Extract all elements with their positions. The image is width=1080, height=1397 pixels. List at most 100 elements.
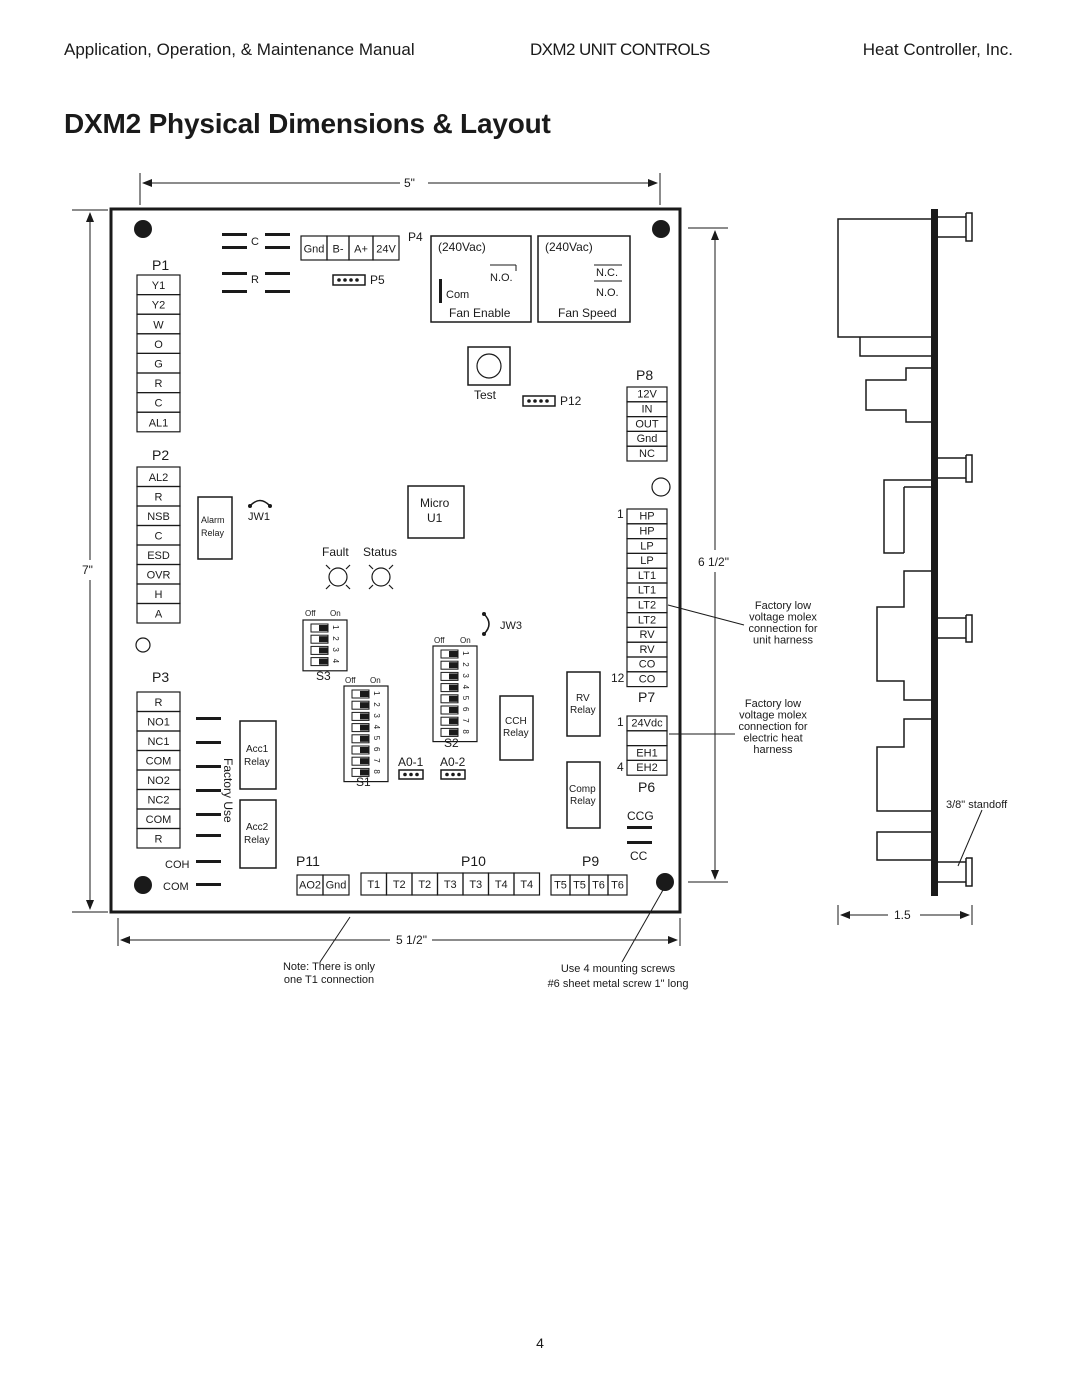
p8-terminal <box>626 445 668 462</box>
s2-switch-toggle[interactable] <box>449 695 458 702</box>
acc1-relay <box>239 720 277 790</box>
s2-switch-toggle[interactable] <box>449 718 458 725</box>
p2-terminal-label: A <box>155 609 163 621</box>
test-label: Test <box>474 388 497 402</box>
s3-switch-toggle[interactable] <box>319 658 328 665</box>
p1-terminal-label: O <box>154 339 163 351</box>
s1-switch-toggle[interactable] <box>360 702 369 709</box>
p7-terminal-label: HP <box>639 511 654 523</box>
s3-switch-number: 2 <box>331 636 340 641</box>
acc2-label-2: Relay <box>244 835 270 846</box>
p11-terminal <box>322 874 350 896</box>
p10-terminal-label: T4 <box>520 879 533 891</box>
page-title: DXM2 Physical Dimensions & Layout <box>64 108 551 139</box>
p9-terminal <box>607 874 628 896</box>
p1-terminal-label: W <box>153 319 164 331</box>
low_voltage_heat-line: connection for <box>738 721 807 733</box>
cc-label: CC <box>630 849 648 863</box>
callout-mounting-screws: Use 4 mounting screws#6 sheet metal scre… <box>548 963 689 990</box>
p3-terminal-label: COM <box>146 756 172 768</box>
p9-terminal-label: T5 <box>554 880 567 892</box>
p1-terminal-label: G <box>154 359 163 371</box>
s1-switch-toggle[interactable] <box>360 769 369 776</box>
p1-label: P1 <box>152 257 169 273</box>
board-outline <box>109 207 682 914</box>
a01-label: A0-1 <box>398 755 424 769</box>
p2-terminal-label: C <box>155 531 163 543</box>
s2-switch-toggle[interactable] <box>449 651 458 657</box>
fault-label: Fault <box>322 545 349 559</box>
s1-off: Off <box>345 676 356 685</box>
alarm-relay-label-2: Relay <box>201 528 225 538</box>
p10-terminal-label: T3 <box>444 879 457 891</box>
s2-off: Off <box>434 636 445 645</box>
p7-terminal-label: CO <box>639 673 656 685</box>
dim-bottom-width: 5 1/2" <box>396 933 427 947</box>
p3-contact-bars <box>196 717 221 886</box>
s2-switch-toggle[interactable] <box>449 707 458 713</box>
s1-switch-number: 7 <box>372 758 381 763</box>
s2-switch-number: 5 <box>461 696 470 701</box>
p10-label: P10 <box>461 853 486 869</box>
comp-label-1: Comp <box>569 784 596 795</box>
p7-terminal-label: LT1 <box>638 570 656 582</box>
screws-line: Use 4 mounting screws <box>561 963 676 975</box>
s1-switch-number: 6 <box>372 747 381 752</box>
p12-connector <box>522 395 556 407</box>
s1-switch-toggle[interactable] <box>360 691 369 697</box>
p5-connector <box>332 274 366 286</box>
low_voltage_unit-line: connection for <box>748 623 817 635</box>
p1-terminal-label: Y2 <box>152 300 165 312</box>
s2-switch-toggle[interactable] <box>449 684 458 691</box>
p10-terminal <box>513 872 541 896</box>
s3-switch-toggle[interactable] <box>319 647 328 654</box>
p11-label: P11 <box>296 853 320 869</box>
p6-terminal-label: EH1 <box>636 747 657 759</box>
s1-switch-toggle[interactable] <box>360 758 369 765</box>
microcontroller-u1 <box>407 485 465 539</box>
p9-terminal-label: T6 <box>592 880 605 892</box>
s2-switch-toggle[interactable] <box>449 673 458 680</box>
s2-switch-number: 7 <box>461 718 470 723</box>
p2-label: P2 <box>152 447 169 463</box>
p1-terminal-label: Y1 <box>152 280 165 292</box>
s1-switch-toggle[interactable] <box>360 724 369 731</box>
a01-connector <box>398 769 424 780</box>
comp-label-2: Relay <box>570 796 596 807</box>
a02-connector <box>440 769 466 780</box>
s3-switch-toggle[interactable] <box>319 636 328 643</box>
acc2-label-1: Acc2 <box>246 822 269 833</box>
p12-label: P12 <box>560 394 582 408</box>
rv-label-2: Relay <box>570 705 596 716</box>
p2-terminal-label: AL2 <box>149 472 169 484</box>
s3-on: On <box>330 609 341 618</box>
p4-terminal-label: B- <box>333 243 344 255</box>
s2-on: On <box>460 636 471 645</box>
cch-label-1: CCH <box>505 716 527 727</box>
s3-switch-toggle[interactable] <box>319 625 328 631</box>
p3-terminal-label: R <box>155 697 163 709</box>
p7-terminal-label: LT1 <box>638 585 656 597</box>
s2-switch-number: 2 <box>461 662 470 667</box>
s2-switch-toggle[interactable] <box>449 729 458 736</box>
jw3-jumper <box>483 613 490 635</box>
p3-terminal-label: NO2 <box>147 775 170 787</box>
s1-switch-toggle[interactable] <box>360 713 369 720</box>
s1-switch-toggle[interactable] <box>360 747 369 753</box>
status-label: Status <box>363 545 397 559</box>
p7-terminal <box>626 671 668 688</box>
p10-terminal-label: T4 <box>495 879 508 891</box>
s1-switch-toggle[interactable] <box>360 735 369 742</box>
note_t1-line: one T1 connection <box>284 974 374 986</box>
s2-switch-toggle[interactable] <box>449 662 458 669</box>
p3-terminal-label: R <box>155 834 163 846</box>
note_t1-line: Note: There is only <box>283 961 376 973</box>
p7-terminal-label: RV <box>639 644 655 656</box>
